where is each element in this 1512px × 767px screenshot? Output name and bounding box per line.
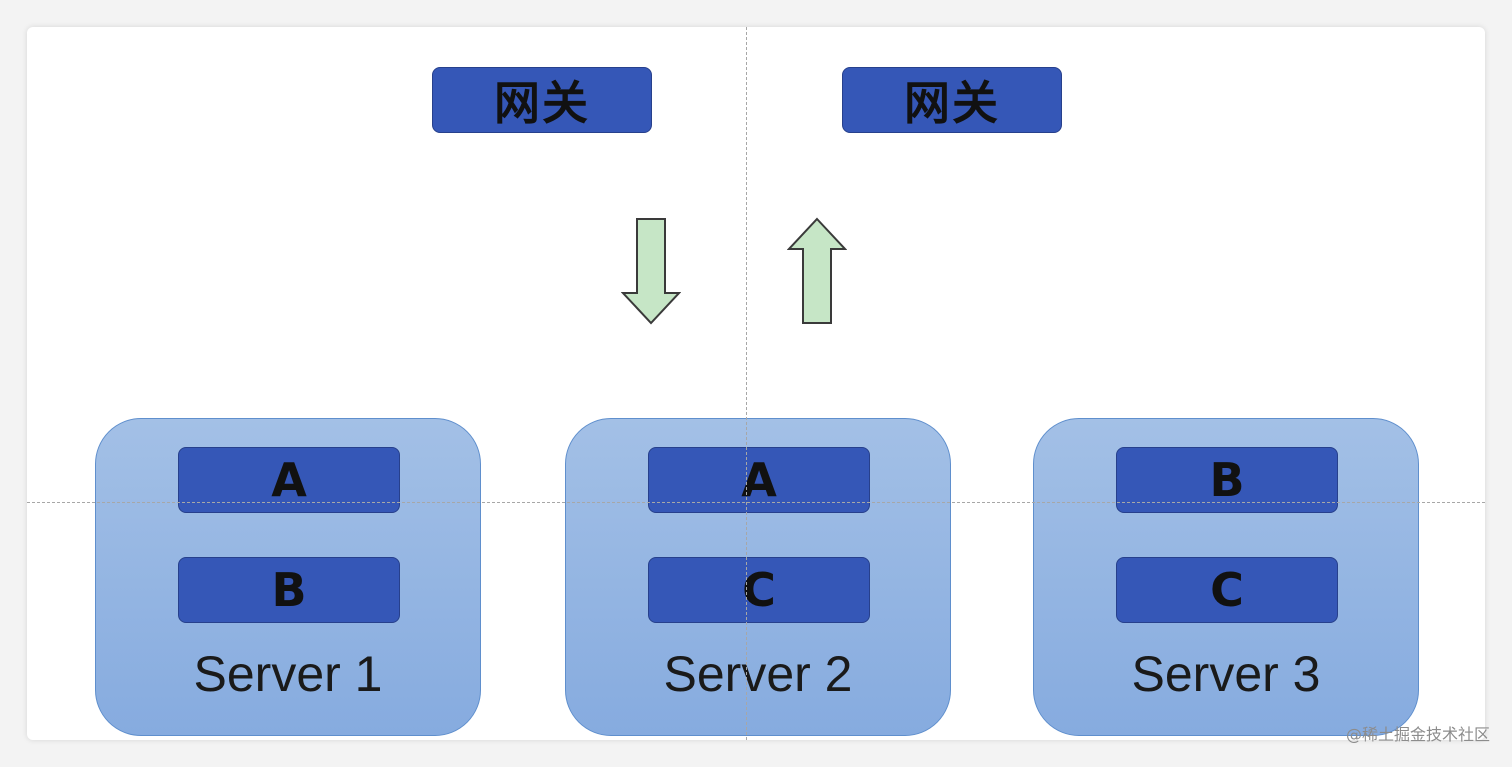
server-1-box: A B Server 1 [95, 418, 481, 736]
module-box: C [1116, 557, 1338, 623]
diagram-canvas: 网关 网关 A B Server 1 A C Server 2 B C Serv… [27, 27, 1485, 740]
arrow-down-icon [621, 218, 681, 325]
horizontal-guide-line [27, 502, 1485, 503]
server-label: Server 2 [663, 646, 853, 702]
module-box: A [178, 447, 400, 513]
server-3-box: B C Server 3 [1033, 418, 1419, 736]
watermark-text: @稀土掘金技术社区 [1345, 725, 1490, 744]
server-label: Server 1 [193, 646, 383, 702]
server-label: Server 3 [1131, 646, 1321, 702]
module-box: C [648, 557, 870, 623]
vertical-guide-line [746, 27, 747, 740]
gateway-box-right: 网关 [842, 67, 1062, 133]
module-box: B [1116, 447, 1338, 513]
module-box: A [648, 447, 870, 513]
module-box: B [178, 557, 400, 623]
server-2-box: A C Server 2 [565, 418, 951, 736]
arrow-up-icon [787, 217, 847, 324]
gateway-box-left: 网关 [432, 67, 652, 133]
